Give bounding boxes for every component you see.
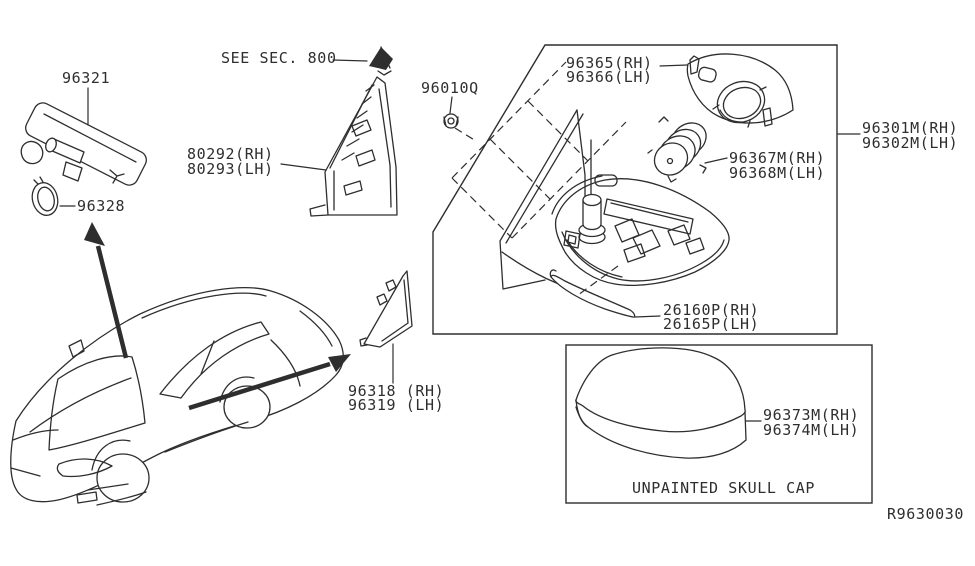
inside-mirror-drawing	[20, 102, 147, 186]
skull-cap-caption: UNPAINTED SKULL CAP	[632, 479, 815, 497]
label-inside-mirror-cover: 96328	[77, 197, 125, 215]
label-corner-cover-lh: 96319 (LH)	[348, 396, 444, 414]
corner-cover-drawing	[359, 270, 413, 348]
label-pillar-finisher-lh: 80293(LH)	[187, 160, 274, 178]
label-mirror-body-cover-lh: 96366(LH)	[566, 68, 653, 86]
label-mirror-gasket-rh: 26160P(RH)	[663, 301, 759, 319]
label-door-mirror-assy-rh: 96301M(RH)	[862, 119, 958, 137]
skull-cap-drawing	[575, 347, 747, 459]
dashed-door-frame-section	[451, 61, 627, 239]
inside-mirror-cover-drawing	[31, 176, 59, 216]
label-pillar-finisher-rh: 80292(RH)	[187, 145, 274, 163]
label-mirror-body-cover-rh: 96365(RH)	[566, 54, 653, 72]
label-mirror-gasket-lh: 26165P(LH)	[663, 315, 759, 333]
label-mirror-actuator-lh: 96368M(LH)	[729, 164, 825, 182]
door-mirror-assembly-box	[432, 44, 838, 335]
label-mirror-actuator-rh: 96367M(RH)	[729, 149, 825, 167]
skull-cap-box	[565, 344, 873, 504]
mirror-gasket-drawing	[549, 265, 636, 318]
part-labels: SEE SEC. 800 96321 96328 80292(RH) 80293…	[62, 49, 964, 523]
label-inside-mirror: 96321	[62, 69, 110, 87]
car-drawing	[10, 287, 344, 506]
label-corner-cover-rh: 96318 (RH)	[348, 382, 444, 400]
drawing-number: R9630030	[887, 505, 964, 523]
mirror-actuator-drawing	[647, 116, 707, 183]
screw-drawing	[443, 113, 459, 129]
pillar-finisher-drawing	[309, 76, 398, 217]
see-sec-bracket-icon	[369, 46, 393, 76]
see-sec-note: SEE SEC. 800	[221, 49, 337, 67]
label-door-mirror-assy-lh: 96302M(LH)	[862, 134, 958, 152]
leader-lines	[59, 59, 861, 422]
arrow-to-inside-mirror	[84, 222, 129, 359]
label-skull-cap-rh: 96373M(RH)	[763, 406, 859, 424]
arrow-to-corner-cover	[188, 354, 351, 411]
mirror-body-cover-drawing	[686, 53, 794, 128]
label-screw: 96010Q	[421, 79, 479, 97]
label-skull-cap-lh: 96374M(LH)	[763, 421, 859, 439]
